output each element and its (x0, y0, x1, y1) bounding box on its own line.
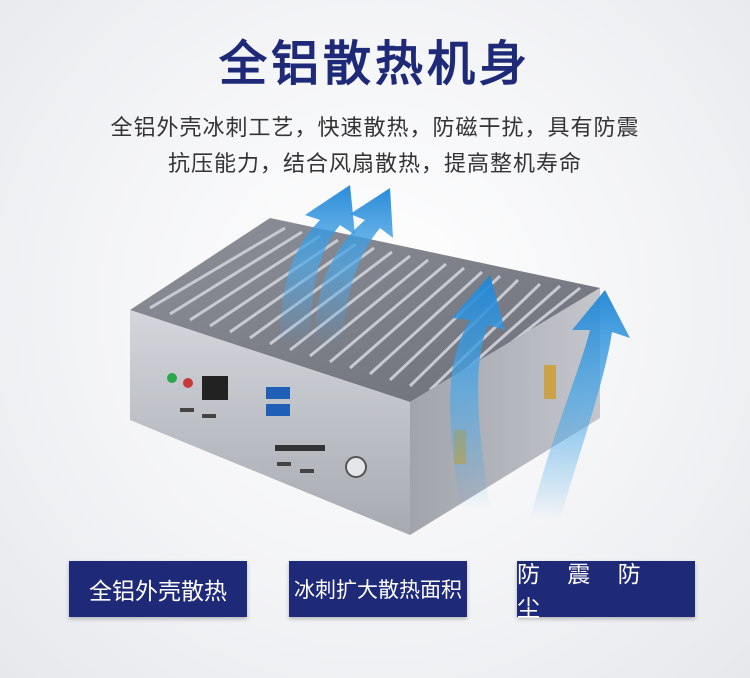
mini-pc-product-image (130, 185, 630, 535)
airflow-arrows-icon (280, 185, 630, 520)
antenna-connector-2-icon (544, 365, 556, 399)
feature-badge-shock-dust: 防 震 防 尘 (517, 561, 695, 622)
mic-in-port-icon (183, 378, 193, 388)
feature-badge-aluminum-shell: 全铝外壳散热 (69, 561, 247, 617)
usb-port-2-icon (266, 404, 290, 416)
page-title: 全铝散热机身 (218, 36, 531, 92)
audio-out-port-icon (167, 373, 177, 383)
power-button-icon (345, 456, 367, 478)
subtitle-line-2: 抗压能力，结合风扇散热，提高整机寿命 (167, 152, 582, 177)
subtitle-line-1: 全铝外壳冰刺工艺，快速散热，防磁干扰，具有防震 (110, 116, 640, 141)
feature-badge-fin-area: 冰刺扩大散热面积 (289, 561, 467, 617)
sd-card-slot-icon (275, 445, 325, 451)
usb-port-1-icon (266, 387, 290, 399)
lan-port-icon (202, 376, 228, 400)
